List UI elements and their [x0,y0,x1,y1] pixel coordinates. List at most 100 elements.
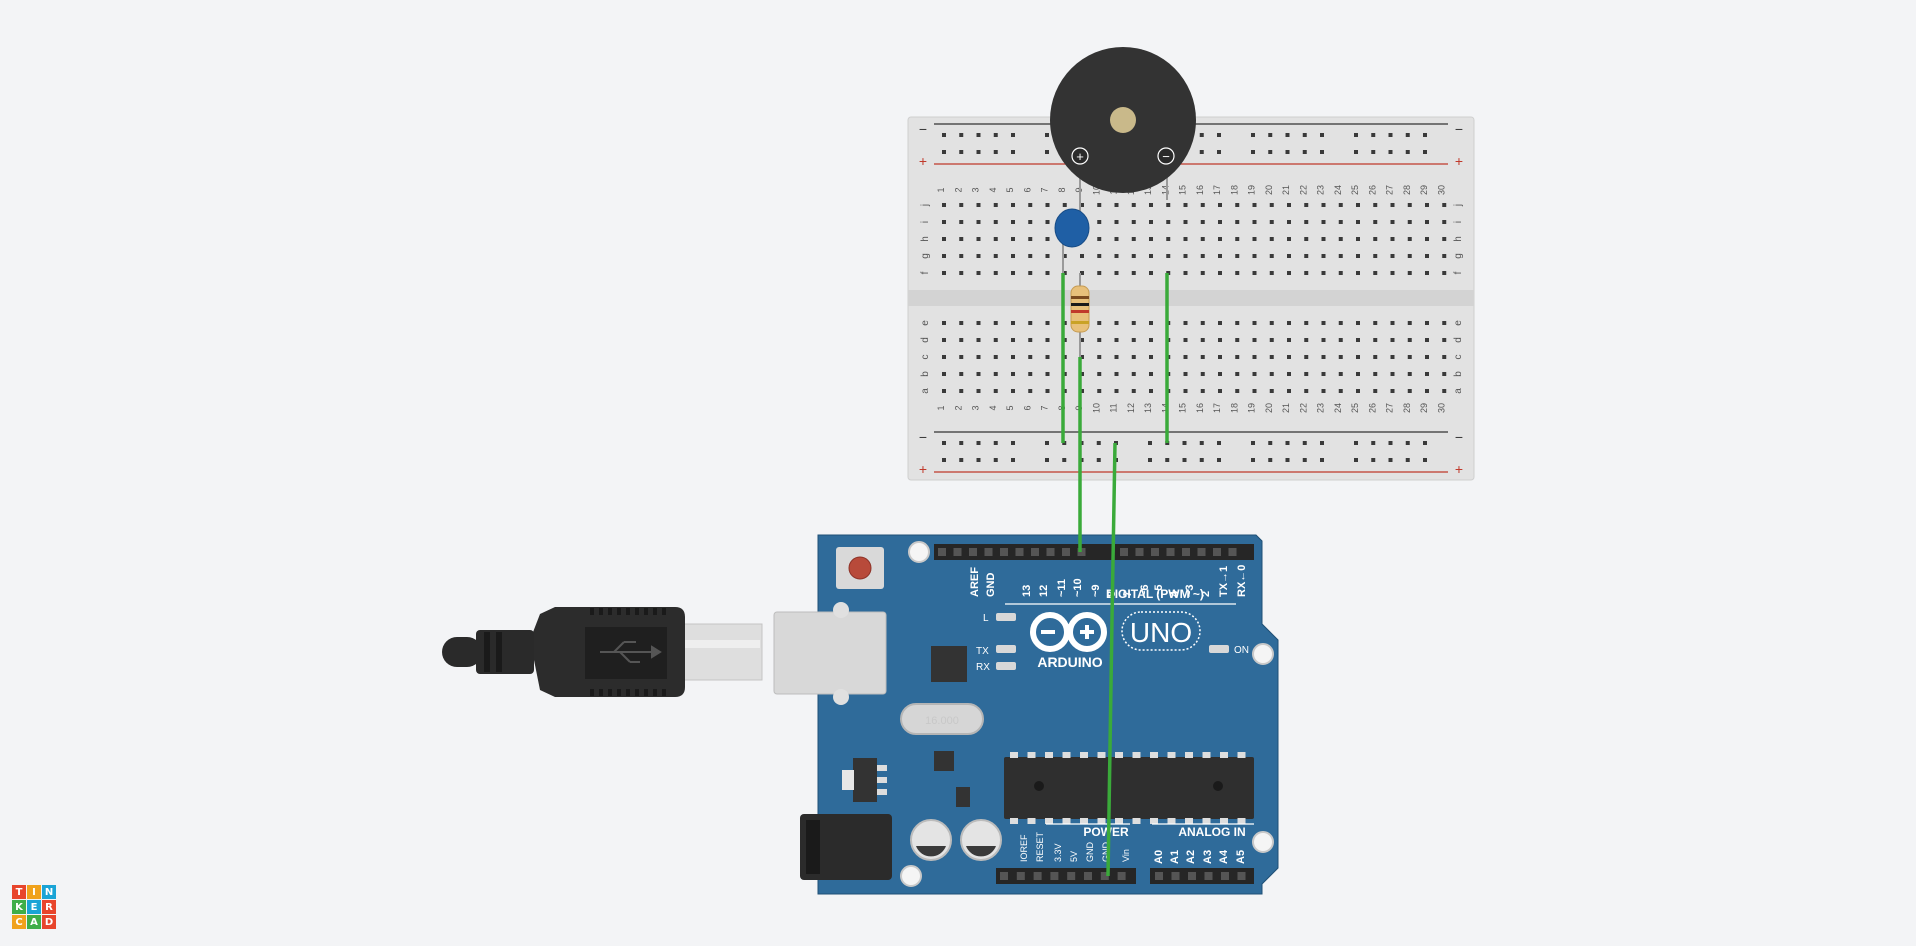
breadboard-hole[interactable] [1097,254,1102,258]
rail-hole[interactable] [1371,458,1376,462]
rail-hole[interactable] [1165,458,1170,462]
header-pin-hole[interactable] [1031,548,1039,556]
header-pin-hole[interactable] [1151,548,1159,556]
breadboard-hole[interactable] [1011,237,1015,241]
breadboard-hole[interactable] [1304,355,1309,359]
breadboard-hole[interactable] [1442,271,1447,275]
breadboard-hole[interactable] [1183,338,1188,342]
breadboard-hole[interactable] [959,389,964,393]
piezo-buzzer[interactable]: + − [1050,47,1196,200]
breadboard-hole[interactable] [959,321,964,325]
breadboard-hole[interactable] [1338,220,1343,224]
breadboard-hole[interactable] [1200,254,1205,258]
rail-hole[interactable] [976,458,981,462]
rail-hole[interactable] [1199,133,1204,137]
rail-hole[interactable] [1302,133,1307,137]
breadboard-hole[interactable] [1235,389,1240,393]
breadboard-hole[interactable] [1028,389,1033,393]
breadboard-hole[interactable] [1028,254,1033,258]
rail-hole[interactable] [1320,441,1324,445]
breadboard-hole[interactable] [1149,389,1153,393]
breadboard-hole[interactable] [1304,372,1309,376]
rail-hole[interactable] [1371,133,1376,137]
header-pin-hole[interactable] [1155,872,1163,880]
breadboard-hole[interactable] [1304,389,1309,393]
breadboard-hole[interactable] [1252,355,1257,359]
breadboard-hole[interactable] [1028,237,1033,241]
breadboard-hole[interactable] [1097,338,1102,342]
breadboard-hole[interactable] [1114,271,1119,275]
breadboard-hole[interactable] [993,271,998,275]
rail-hole[interactable] [1320,133,1324,137]
breadboard-hole[interactable] [1442,321,1447,325]
rail-hole[interactable] [1062,458,1067,462]
breadboard-hole[interactable] [1166,254,1171,258]
breadboard-hole[interactable] [976,355,981,359]
header-pin-hole[interactable] [1188,872,1196,880]
breadboard-hole[interactable] [1200,338,1205,342]
breadboard-hole[interactable] [1200,321,1205,325]
breadboard-hole[interactable] [1321,389,1326,393]
breadboard-hole[interactable] [1114,203,1119,207]
breadboard-hole[interactable] [1218,220,1222,224]
breadboard-hole[interactable] [1252,254,1257,258]
rail-hole[interactable] [942,133,946,137]
rail-hole[interactable] [1302,458,1307,462]
breadboard-hole[interactable] [1373,321,1378,325]
rail-hole[interactable] [1217,458,1221,462]
rail-hole[interactable] [1285,458,1290,462]
breadboard-hole[interactable] [1183,355,1188,359]
breadboard-hole[interactable] [1390,372,1395,376]
breadboard-hole[interactable] [1028,203,1033,207]
breadboard-hole[interactable] [993,220,998,224]
header-pin-hole[interactable] [1016,872,1025,880]
rail-hole[interactable] [1251,133,1255,137]
breadboard-hole[interactable] [942,338,946,342]
breadboard-hole[interactable] [1011,372,1015,376]
breadboard-hole[interactable] [1166,203,1171,207]
breadboard-hole[interactable] [1425,203,1429,207]
breadboard-hole[interactable] [1218,372,1222,376]
breadboard-hole[interactable] [1235,237,1240,241]
breadboard-hole[interactable] [1097,321,1102,325]
breadboard-hole[interactable] [1080,203,1084,207]
breadboard-hole[interactable] [1304,338,1309,342]
breadboard-hole[interactable] [942,355,946,359]
breadboard-hole[interactable] [1218,254,1222,258]
breadboard-hole[interactable] [1097,220,1102,224]
breadboard-hole[interactable] [1183,372,1188,376]
breadboard-hole[interactable] [1287,254,1291,258]
header-pin-hole[interactable] [984,548,993,556]
breadboard-hole[interactable] [993,338,998,342]
breadboard-hole[interactable] [1304,237,1309,241]
breadboard-hole[interactable] [1287,389,1291,393]
breadboard-hole[interactable] [1356,237,1360,241]
header-pin-hole[interactable] [1067,872,1076,880]
breadboard-hole[interactable] [1425,237,1429,241]
breadboard-hole[interactable] [1114,220,1119,224]
breadboard-hole[interactable] [1080,355,1084,359]
breadboard-hole[interactable] [1442,355,1447,359]
rail-hole[interactable] [1354,150,1358,154]
breadboard-hole[interactable] [1390,220,1395,224]
breadboard-hole[interactable] [1338,271,1343,275]
breadboard-hole[interactable] [1390,355,1395,359]
breadboard-hole[interactable] [1235,338,1240,342]
rail-hole[interactable] [1182,458,1187,462]
rail-hole[interactable] [1388,458,1393,462]
breadboard-hole[interactable] [1425,372,1429,376]
header-pin-hole[interactable] [1100,872,1109,880]
breadboard-hole[interactable] [1114,237,1119,241]
header-pin-hole[interactable] [1117,872,1126,880]
breadboard-hole[interactable] [1131,237,1136,241]
breadboard-hole[interactable] [1321,271,1326,275]
header-pin-hole[interactable] [1050,872,1059,880]
breadboard-hole[interactable] [959,254,964,258]
header-pin-hole[interactable] [1046,548,1055,556]
breadboard-hole[interactable] [1183,254,1188,258]
header-pin-hole[interactable] [1228,548,1237,556]
breadboard-hole[interactable] [942,237,946,241]
rail-hole[interactable] [1217,150,1221,154]
breadboard-hole[interactable] [1200,203,1205,207]
resistor[interactable] [1070,273,1090,357]
